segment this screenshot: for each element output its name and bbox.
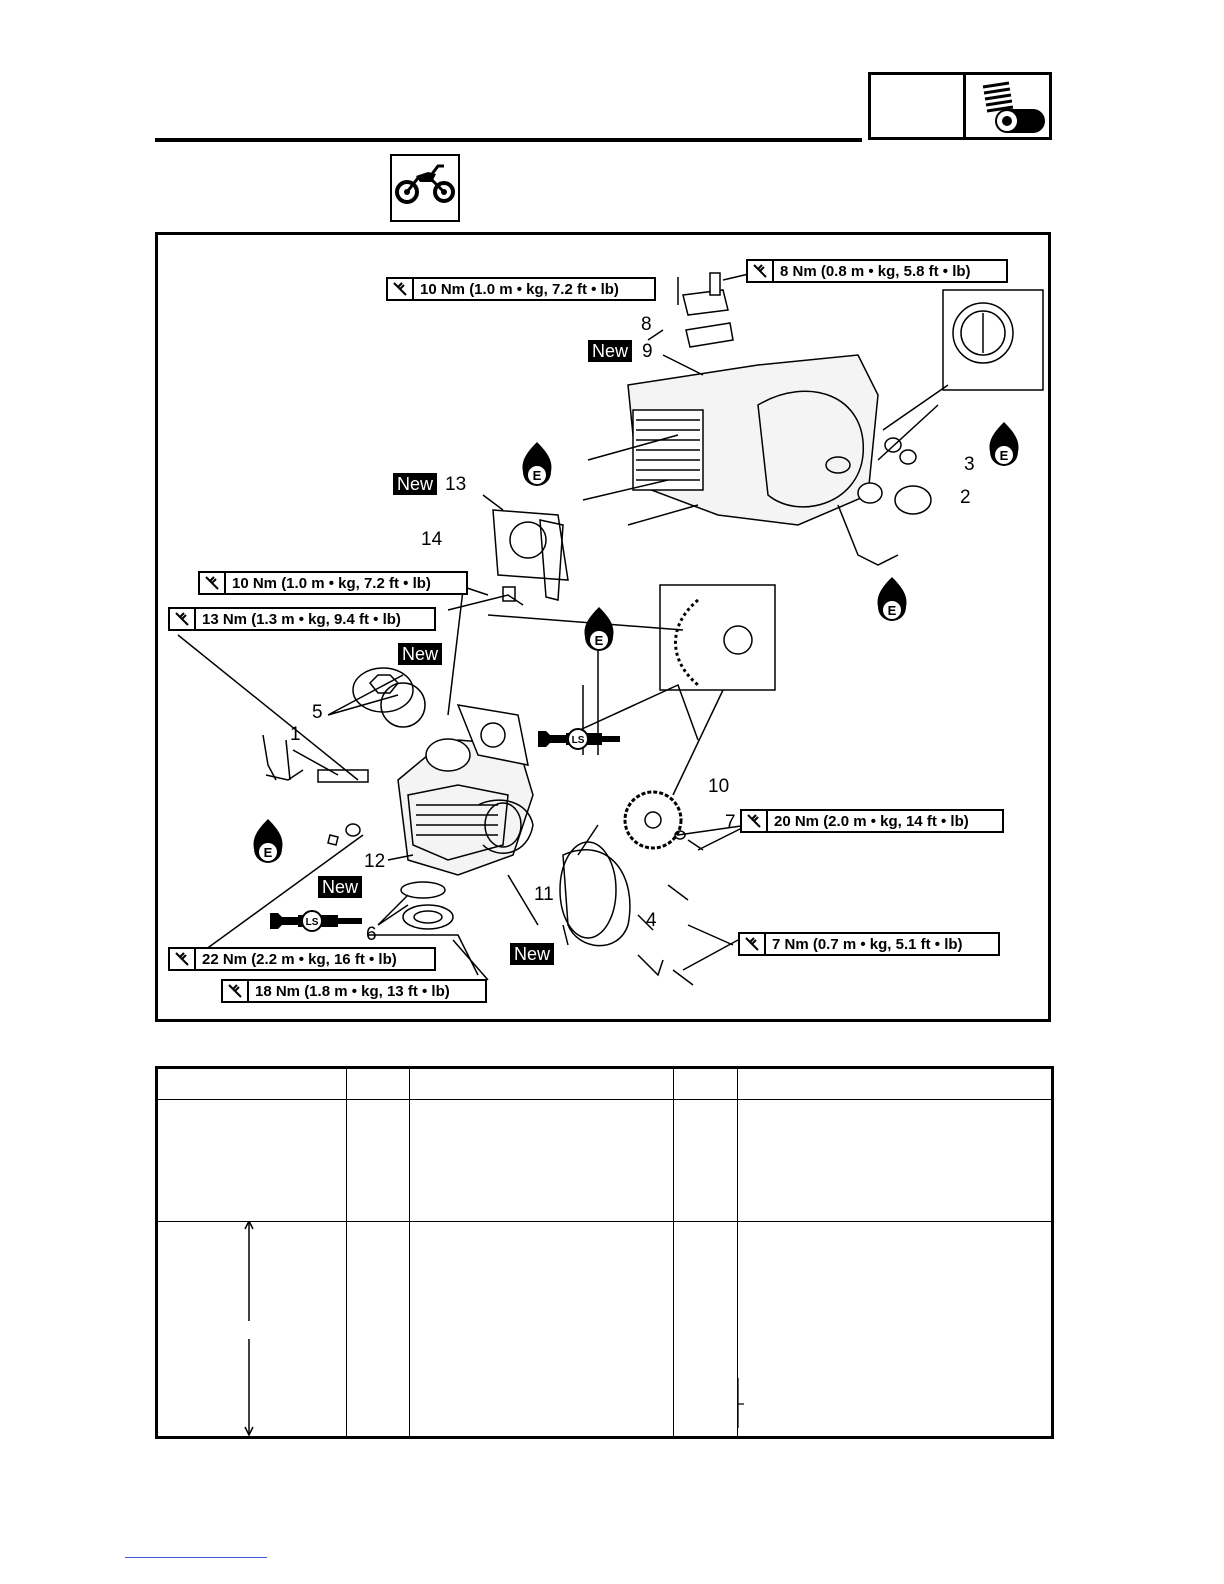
lithium-soap-grease-icon: LS: [268, 907, 364, 935]
wrench-torque-icon: [748, 261, 774, 281]
callout-number: 3: [964, 454, 975, 475]
footer-rule: [125, 1557, 267, 1558]
sequence-arrow: [244, 1221, 254, 1436]
callout-number: 5: [312, 702, 323, 723]
callout-number: 4: [646, 910, 657, 931]
engine-oil-icon: E: [252, 797, 284, 867]
table-column-rule: [409, 1069, 410, 1436]
lithium-soap-grease-icon: LS: [536, 725, 622, 753]
torque-spec-text: 13 Nm (1.3 m • kg, 9.4 ft • lb): [202, 610, 401, 628]
motorcycle-icon: [390, 154, 460, 222]
svg-text:E: E: [888, 603, 897, 618]
section-box: [868, 72, 1052, 140]
new-part-tag: New: [398, 643, 443, 665]
table-row-rule: [158, 1221, 1051, 1222]
wrench-torque-icon: [742, 811, 768, 831]
header-rule: [155, 138, 862, 142]
engine-oil-icon: E: [521, 420, 553, 490]
wrench-torque-icon: [170, 609, 196, 629]
torque-spec-8nm: 8 Nm (0.8 m • kg, 5.8 ft • lb): [746, 259, 1008, 283]
exploded-view-diagram: 8 Nm (0.8 m • kg, 5.8 ft • lb) 10 Nm (1.…: [155, 232, 1051, 1022]
new-part-tag: New: [510, 943, 555, 965]
callout-number: 1: [290, 724, 301, 745]
svg-text:E: E: [595, 633, 604, 648]
table-header-rule: [158, 1099, 1051, 1100]
torque-spec-10nm-top: 10 Nm (1.0 m • kg, 7.2 ft • lb): [386, 277, 656, 301]
wrench-torque-icon: [200, 573, 226, 593]
torque-spec-text: 8 Nm (0.8 m • kg, 5.8 ft • lb): [780, 262, 971, 280]
torque-spec-text: 7 Nm (0.7 m • kg, 5.1 ft • lb): [772, 935, 963, 953]
engine-oil-icon: E: [876, 555, 908, 625]
torque-spec-10nm-mid: 10 Nm (1.0 m • kg, 7.2 ft • lb): [198, 571, 468, 595]
new-part-tag: New: [318, 876, 363, 898]
torque-spec-text: 10 Nm (1.0 m • kg, 7.2 ft • lb): [232, 574, 431, 592]
callout-number: 10: [708, 776, 730, 797]
wrench-torque-icon: [170, 949, 196, 969]
torque-spec-text: 20 Nm (2.0 m • kg, 14 ft • lb): [774, 812, 969, 830]
torque-spec-22nm: 22 Nm (2.2 m • kg, 16 ft • lb): [168, 947, 436, 971]
torque-spec-text: 10 Nm (1.0 m • kg, 7.2 ft • lb): [420, 280, 619, 298]
table-column-rule: [673, 1069, 674, 1436]
wrench-torque-icon: [388, 279, 414, 299]
callout-number: 12: [364, 851, 386, 872]
callout-number: 6: [366, 924, 377, 945]
wrench-torque-icon: [740, 934, 766, 954]
new-part-tag: New: [393, 473, 438, 495]
engine-drawing: [177, 272, 1044, 986]
torque-spec-text: 18 Nm (1.8 m • kg, 13 ft • lb): [255, 982, 450, 1000]
callout-number: 14: [421, 529, 443, 550]
torque-spec-18nm: 18 Nm (1.8 m • kg, 13 ft • lb): [221, 979, 487, 1003]
callout-number: 13: [445, 474, 467, 495]
new-part-tag: New: [588, 340, 633, 362]
bracket-mark: [737, 1378, 744, 1428]
torque-spec-text: 22 Nm (2.2 m • kg, 16 ft • lb): [202, 950, 397, 968]
callout-number: 7: [725, 812, 736, 833]
table-column-rule: [346, 1069, 347, 1436]
torque-spec-7nm: 7 Nm (0.7 m • kg, 5.1 ft • lb): [738, 932, 1000, 956]
engine-oil-icon: E: [583, 585, 615, 655]
wrench-torque-icon: [223, 981, 249, 1001]
callout-number: 11: [534, 884, 554, 905]
engine-section-icon: [982, 81, 1045, 133]
svg-text:E: E: [533, 468, 542, 483]
svg-text:LS: LS: [572, 735, 585, 746]
callout-number: 2: [960, 487, 971, 508]
parts-table: [155, 1066, 1054, 1439]
table-column-rule: [737, 1069, 738, 1436]
torque-spec-13nm: 13 Nm (1.3 m • kg, 9.4 ft • lb): [168, 607, 436, 631]
svg-text:LS: LS: [306, 917, 319, 928]
svg-text:E: E: [1000, 448, 1009, 463]
callout-number: 8: [641, 314, 652, 335]
svg-text:E: E: [264, 845, 273, 860]
callout-number: 9: [642, 341, 653, 362]
torque-spec-20nm: 20 Nm (2.0 m • kg, 14 ft • lb): [740, 809, 1004, 833]
engine-oil-icon: E: [988, 400, 1020, 470]
